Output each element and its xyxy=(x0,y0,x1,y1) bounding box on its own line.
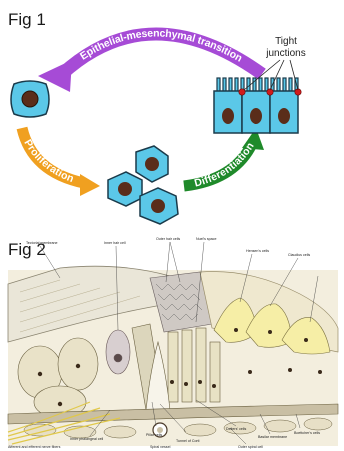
figure-1-diagram: Epithelial-mesenchymal transition Prolif… xyxy=(0,0,344,232)
epithelial-cell-layer xyxy=(214,78,301,133)
svg-text:Afferent and efferent nerve fi: Afferent and efferent nerve fibers xyxy=(8,445,61,449)
cluster-cell-top xyxy=(136,146,168,182)
svg-text:Inner phalangeal cell: Inner phalangeal cell xyxy=(70,437,103,441)
svg-text:junctions: junctions xyxy=(265,48,305,59)
svg-text:Inner hair cell: Inner hair cell xyxy=(104,241,126,245)
epithelial-cell-2 xyxy=(242,91,270,133)
svg-text:Spiral vessel: Spiral vessel xyxy=(150,445,171,449)
figure-2-panel: Fig 2 xyxy=(0,232,344,451)
svg-text:Deiters' cells: Deiters' cells xyxy=(226,427,246,431)
proliferation-label: Proliferation xyxy=(21,137,75,185)
inner-hair-cell xyxy=(106,330,130,374)
svg-text:Tectorial membrane: Tectorial membrane xyxy=(26,241,58,245)
svg-text:Nuel's space: Nuel's space xyxy=(196,237,216,241)
figure-1-panel: Fig 1 Epithelial-mesenchymal transition … xyxy=(0,0,344,232)
svg-text:Boettcher's cells: Boettcher's cells xyxy=(294,431,320,435)
svg-text:Claudius cells: Claudius cells xyxy=(288,253,310,257)
svg-text:Tight: Tight xyxy=(275,36,297,47)
cluster-cell-bottom xyxy=(140,188,178,224)
epithelial-cell-1 xyxy=(214,91,242,133)
mesenchymal-cell xyxy=(11,81,49,117)
emt-arrow-label: Epithelial-mesenchymal transition xyxy=(78,27,244,64)
svg-text:Hensen's cells: Hensen's cells xyxy=(246,249,269,253)
svg-text:Basilar membrane: Basilar membrane xyxy=(258,435,287,439)
svg-text:Outer hair cells: Outer hair cells xyxy=(156,237,180,241)
svg-text:Outer spiral cell: Outer spiral cell xyxy=(238,445,263,449)
proliferating-cell-cluster xyxy=(108,146,178,224)
differentiation-label: Differentiation xyxy=(193,141,256,190)
organ-of-corti-illustration: Tectorial membrane Inner hair cell Outer… xyxy=(0,232,344,451)
microvilli xyxy=(217,78,298,92)
epithelial-cell-3 xyxy=(270,91,298,133)
svg-text:Tunnel of Corti: Tunnel of Corti xyxy=(176,439,200,443)
proliferation-arrowhead xyxy=(80,174,100,196)
svg-text:Pillar cells: Pillar cells xyxy=(146,433,162,437)
cluster-cell-left xyxy=(108,172,142,206)
